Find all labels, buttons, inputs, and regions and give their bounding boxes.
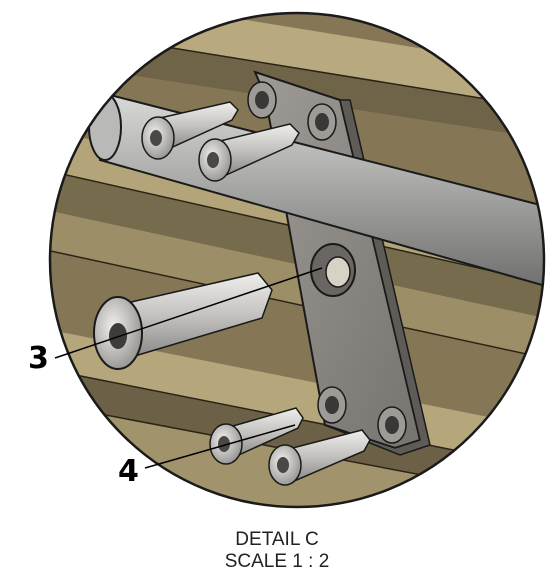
- plate-hole-bottom-left: [317, 386, 347, 424]
- plate-hole-top-right: [307, 103, 337, 141]
- plate-hole-bottom-right: [377, 406, 407, 444]
- leader-line-4: [144, 424, 296, 469]
- screw-upper-2: [198, 123, 300, 182]
- leader-line-3: [54, 267, 323, 359]
- detail-scale: SCALE 1 : 2: [224, 551, 330, 572]
- plate-hole-top-left: [247, 81, 277, 119]
- callout-4-label: 4: [118, 454, 139, 489]
- bolt-large: [93, 272, 273, 370]
- detail-title: DETAIL C: [235, 529, 319, 550]
- screw-lower-2: [268, 429, 371, 486]
- screw-upper-1: [141, 101, 239, 160]
- callout-3-label: 3: [28, 341, 49, 376]
- detail-circle-outline: [48, 11, 546, 509]
